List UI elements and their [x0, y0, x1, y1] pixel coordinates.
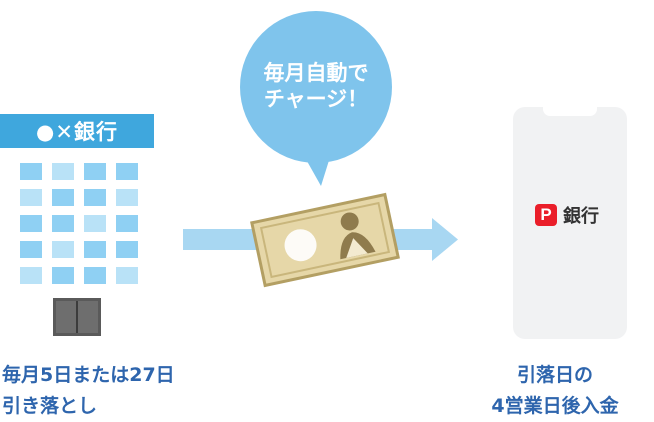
speech-bubble — [240, 11, 392, 186]
bank-building-icon — [20, 163, 138, 284]
withdrawal-caption-line-2: 引き落とし — [2, 395, 98, 417]
deposit-caption-line-1: 引落日の — [516, 364, 593, 386]
withdrawal-caption-line-1: 毎月5日または27日 — [2, 364, 175, 386]
app-name: 銀行 — [563, 206, 599, 227]
phone-notch — [543, 107, 597, 116]
deposit-caption: 引落日の 4営業日後入金 — [470, 360, 640, 422]
bubble-line-1: 毎月自動で — [263, 61, 369, 85]
banknote-icon — [250, 192, 400, 288]
bank-door — [53, 298, 101, 336]
app-logo: P 銀行 — [535, 202, 599, 228]
withdrawal-caption: 毎月5日または27日 引き落とし — [2, 360, 175, 422]
deposit-caption-line-2: 4営業日後入金 — [491, 395, 619, 417]
smartphone-icon: P 銀行 — [513, 107, 627, 339]
paypay-logo-icon: P — [535, 204, 557, 226]
bubble-text: 毎月自動で チャージ！ — [236, 60, 396, 112]
bank-sign: ●✕銀行 — [0, 114, 154, 148]
bubble-line-2: チャージ！ — [263, 87, 369, 111]
